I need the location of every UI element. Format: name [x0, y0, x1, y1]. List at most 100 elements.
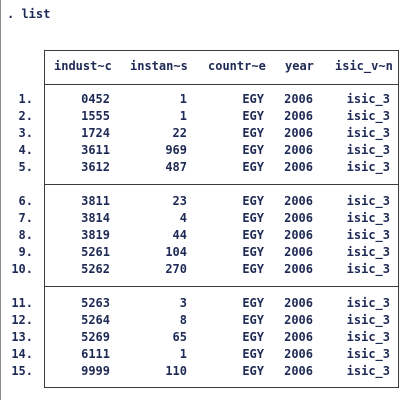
cell-year: 2006	[284, 245, 313, 259]
cell-year: 2006	[284, 262, 313, 276]
cell-instan: 104	[165, 245, 187, 259]
obs-number: 3.	[18, 126, 33, 140]
cell-indust: 5263	[81, 296, 110, 310]
obs-number: 8.	[18, 228, 33, 242]
cell-instan: 22	[172, 126, 187, 140]
cell-year: 2006	[284, 228, 313, 242]
cell-indust: 5269	[81, 330, 110, 344]
command-line: . list	[7, 7, 51, 21]
cell-country: EGY	[242, 245, 264, 259]
cell-instan: 8	[179, 313, 187, 327]
cell-indust: 6111	[81, 347, 110, 361]
cell-indust: 3811	[81, 194, 110, 208]
cell-year: 2006	[284, 143, 313, 157]
obs-number: 5.	[18, 160, 33, 174]
obs-number: 11.	[11, 296, 33, 310]
cell-year: 2006	[284, 92, 313, 106]
cell-isic: isic_3	[346, 347, 390, 361]
header-year: year	[285, 59, 314, 73]
cell-isic: isic_3	[346, 109, 390, 123]
header-separator	[44, 84, 399, 85]
cell-year: 2006	[284, 211, 313, 225]
cell-year: 2006	[284, 194, 313, 208]
cell-isic: isic_3	[346, 126, 390, 140]
cell-country: EGY	[242, 194, 264, 208]
cell-isic: isic_3	[346, 92, 390, 106]
cell-year: 2006	[284, 330, 313, 344]
obs-number: 2.	[18, 109, 33, 123]
cell-country: EGY	[242, 143, 264, 157]
cell-indust: 5264	[81, 313, 110, 327]
group-separator-1	[44, 184, 399, 185]
header-instan: instan~s	[130, 59, 188, 73]
cell-indust: 0452	[81, 92, 110, 106]
cell-instan: 1	[179, 347, 187, 361]
obs-number: 4.	[18, 143, 33, 157]
cell-country: EGY	[242, 296, 264, 310]
cell-country: EGY	[242, 364, 264, 378]
cell-instan: 44	[172, 228, 187, 242]
obs-number: 6.	[18, 194, 33, 208]
cell-isic: isic_3	[346, 313, 390, 327]
cell-isic: isic_3	[346, 211, 390, 225]
cell-instan: 65	[172, 330, 187, 344]
cell-indust: 1724	[81, 126, 110, 140]
group-separator-2	[44, 286, 399, 287]
cell-indust: 5262	[81, 262, 110, 276]
header-indust: indust~c	[54, 59, 112, 73]
cell-year: 2006	[284, 347, 313, 361]
window-left-border	[0, 0, 1, 400]
obs-number: 10.	[11, 262, 33, 276]
cell-indust: 3612	[81, 160, 110, 174]
cell-isic: isic_3	[346, 143, 390, 157]
header-country: countr~e	[208, 59, 266, 73]
obs-number: 14.	[11, 347, 33, 361]
cell-country: EGY	[242, 92, 264, 106]
cell-country: EGY	[242, 228, 264, 242]
cell-country: EGY	[242, 109, 264, 123]
cell-country: EGY	[242, 160, 264, 174]
results-table-frame	[44, 50, 399, 388]
cell-year: 2006	[284, 296, 313, 310]
cell-indust: 1555	[81, 109, 110, 123]
obs-number: 1.	[18, 92, 33, 106]
cell-instan: 23	[172, 194, 187, 208]
cell-country: EGY	[242, 262, 264, 276]
obs-number: 12.	[11, 313, 33, 327]
cell-year: 2006	[284, 126, 313, 140]
cell-country: EGY	[242, 330, 264, 344]
cell-isic: isic_3	[346, 364, 390, 378]
cell-year: 2006	[284, 313, 313, 327]
cell-country: EGY	[242, 313, 264, 327]
cell-isic: isic_3	[346, 228, 390, 242]
cell-instan: 1	[179, 109, 187, 123]
cell-country: EGY	[242, 126, 264, 140]
cell-isic: isic_3	[346, 194, 390, 208]
cell-isic: isic_3	[346, 296, 390, 310]
cell-instan: 487	[165, 160, 187, 174]
cell-year: 2006	[284, 109, 313, 123]
cell-year: 2006	[284, 364, 313, 378]
header-isic: isic_v~n	[335, 59, 393, 73]
cell-isic: isic_3	[346, 160, 390, 174]
cell-indust: 3819	[81, 228, 110, 242]
cell-year: 2006	[284, 160, 313, 174]
cell-isic: isic_3	[346, 330, 390, 344]
cell-indust: 9999	[81, 364, 110, 378]
cell-instan: 270	[165, 262, 187, 276]
cell-indust: 3814	[81, 211, 110, 225]
cell-country: EGY	[242, 211, 264, 225]
cell-isic: isic_3	[346, 262, 390, 276]
obs-number: 15.	[11, 364, 33, 378]
cell-country: EGY	[242, 347, 264, 361]
obs-number: 9.	[18, 245, 33, 259]
obs-number: 7.	[18, 211, 33, 225]
cell-indust: 3611	[81, 143, 110, 157]
cell-instan: 1	[179, 92, 187, 106]
cell-indust: 5261	[81, 245, 110, 259]
obs-number: 13.	[11, 330, 33, 344]
cell-instan: 110	[165, 364, 187, 378]
cell-instan: 3	[179, 296, 187, 310]
cell-instan: 969	[165, 143, 187, 157]
cell-instan: 4	[179, 211, 187, 225]
